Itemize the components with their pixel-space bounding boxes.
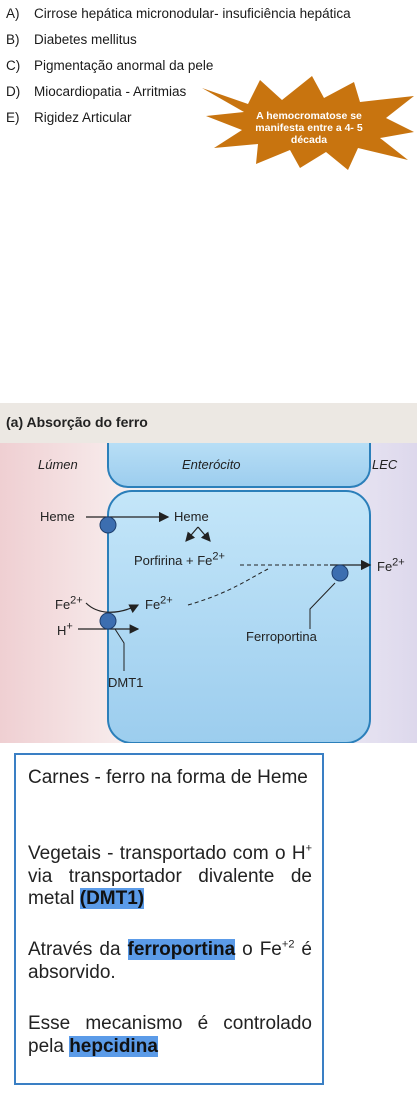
heme-transporter — [99, 516, 117, 534]
porphyrin-label: Porfirina + Fe2+ — [134, 550, 225, 568]
heme-right-label: Heme — [174, 509, 209, 524]
option-letter: D) — [6, 84, 21, 99]
figure-title: (a) Absorção do ferro — [6, 414, 148, 430]
option-letter: C) — [6, 58, 21, 73]
callout-line: A hemocromatose se — [256, 110, 362, 122]
paragraph-hepcidina: Esse mecanismo é controlado pela hepcidi… — [28, 1013, 312, 1057]
option-text: Miocardiopatia - Arritmias — [34, 84, 187, 99]
paragraph-vegetais: Vegetais - transportado com o H+ via tra… — [28, 842, 312, 909]
paragraph-carnes: Carnes - ferro na forma de Heme — [28, 767, 308, 788]
lec-label: LEC — [372, 457, 398, 472]
adjacent-cell — [107, 443, 371, 488]
option-e: E) Rigidez Articular — [6, 110, 132, 125]
callout-line: manifesta entre a 4- 5 — [255, 122, 363, 134]
split-arrow-right — [197, 526, 211, 542]
option-letter: A) — [6, 6, 20, 21]
option-d: D) Miocardiopatia - Arritmias — [6, 84, 186, 99]
fe-dashed-path — [187, 568, 269, 606]
split-arrow-left — [185, 526, 199, 542]
ferroportin-label: Ferroportina — [246, 629, 317, 644]
enterocyte-cell — [107, 490, 371, 743]
starburst-shape — [202, 76, 414, 170]
iron-absorption-figure: (a) Absorção do ferro — [0, 403, 417, 743]
ferroportin-pointer — [309, 582, 336, 629]
lumen-label: Lúmen — [38, 457, 78, 472]
enterocyte-label: Enterócito — [182, 457, 241, 472]
hepcidina-highlight: hepcidina — [69, 1035, 158, 1057]
option-text: Pigmentação anormal da pele — [34, 58, 214, 73]
option-letter: B) — [6, 32, 20, 47]
paragraph-ferroportina: Através da ferroportina o Fe+2 é absorvi… — [28, 938, 312, 983]
fe-mid-label: Fe2+ — [145, 594, 173, 612]
summary-textbox: Carnes - ferro na forma de Heme Vegetais… — [14, 753, 324, 1085]
ferroportina-highlight: ferroportina — [127, 939, 236, 960]
option-text: Cirrose hepática micronodular- insuficiê… — [34, 6, 351, 21]
option-b: B) Diabetes mellitus — [6, 32, 137, 47]
dmt1-label: DMT1 — [108, 675, 144, 690]
heme-left-label: Heme — [40, 509, 75, 524]
fe-left-label: Fe2+ — [55, 594, 83, 612]
dmt1-highlight: (DMT1) — [79, 888, 145, 909]
option-a: A) Cirrose hepática micronodular- insufic… — [6, 6, 351, 21]
callout-line: década — [290, 134, 328, 146]
h-plus-label: H+ — [57, 620, 73, 638]
callout-text: A hemocromatose se manifesta entre a 4- … — [250, 110, 368, 146]
option-c: C) Pigmentação anormal da pele — [6, 58, 213, 73]
dmt1-transporter — [99, 612, 117, 630]
ferroportin-transporter — [331, 564, 349, 582]
dmt1-pointer — [114, 628, 125, 671]
option-text: Rigidez Articular — [34, 110, 132, 125]
figure-header: (a) Absorção do ferro — [0, 403, 417, 443]
fe-curved-arrow — [85, 602, 140, 614]
starburst-callout — [202, 76, 414, 170]
option-text: Diabetes mellitus — [34, 32, 137, 47]
figure-diagram — [0, 443, 417, 743]
option-letter: E) — [6, 110, 20, 125]
fe-out-label: Fe2+ — [377, 556, 405, 574]
